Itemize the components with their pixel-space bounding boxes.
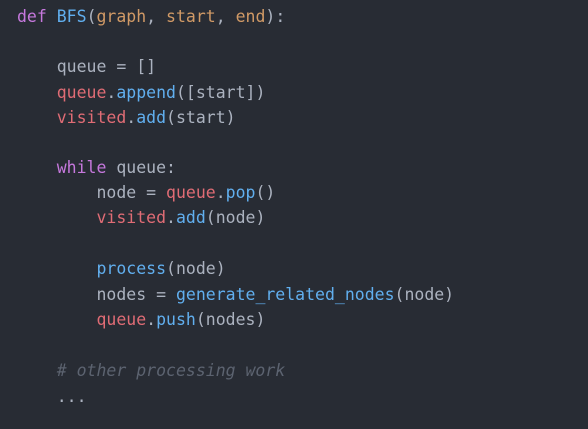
dot: . (215, 183, 226, 202)
separator: , (215, 7, 236, 26)
args: (node) (166, 259, 226, 278)
function-generate-related-nodes: generate_related_nodes (175, 285, 395, 304)
args: (start) (166, 108, 236, 127)
indent (17, 57, 57, 76)
indent (17, 158, 57, 177)
while-condition: queue: (106, 158, 176, 177)
code-comment: # other processing work (56, 361, 286, 380)
param-end: end (235, 7, 266, 26)
indent (17, 208, 96, 227)
close-paren: ): (265, 7, 286, 26)
method-append: append (116, 83, 176, 102)
var-queue: queue (96, 310, 147, 329)
keyword-def: def (17, 7, 47, 26)
code-line-5: while queue: (17, 157, 176, 179)
param-start: start (166, 7, 216, 26)
args: (node) (205, 208, 266, 227)
indent (17, 183, 96, 202)
open-paren: ( (86, 7, 97, 26)
method-add: add (175, 208, 206, 227)
dot: . (166, 208, 176, 227)
args: (nodes) (195, 310, 266, 329)
code-line-9: nodes = generate_related_nodes(node) (17, 284, 454, 306)
code-line-2: queue = [] (17, 56, 156, 78)
dot: . (126, 108, 137, 127)
indent (17, 259, 96, 278)
args: ([start]) (175, 83, 266, 102)
indent (17, 310, 96, 329)
dot: . (106, 83, 117, 102)
assign-nodes: nodes = (96, 285, 176, 304)
dot: . (146, 310, 157, 329)
keyword-while: while (56, 158, 107, 177)
indent (17, 108, 57, 127)
code-line-4: visited.add(start) (17, 107, 236, 129)
var-visited: visited (96, 208, 167, 227)
var-queue: queue (166, 183, 216, 202)
var-visited: visited (56, 108, 127, 127)
space (47, 7, 57, 26)
method-pop: pop (225, 183, 256, 202)
indent (17, 361, 57, 380)
function-name: BFS (56, 7, 87, 26)
indent (17, 285, 96, 304)
param-graph: graph (96, 7, 147, 26)
assign-node: node = (96, 183, 167, 202)
queue-init: queue = [] (56, 57, 157, 76)
var-queue: queue (56, 83, 107, 102)
code-line-10: queue.push(nodes) (17, 309, 265, 331)
method-push: push (156, 310, 196, 329)
code-line-12: ... (17, 386, 87, 408)
indent (17, 387, 57, 406)
args: (node) (394, 285, 455, 304)
code-line-11: # other processing work (17, 360, 285, 382)
code-line-7: visited.add(node) (17, 207, 265, 229)
ellipsis: ... (56, 387, 87, 406)
function-process: process (96, 259, 167, 278)
code-line-1: def BFS(graph, start, end): (17, 6, 285, 28)
args: () (255, 183, 276, 202)
code-line-8: process(node) (17, 258, 226, 280)
method-add: add (136, 108, 167, 127)
code-line-6: node = queue.pop() (17, 182, 275, 204)
code-line-3: queue.append([start]) (17, 82, 266, 104)
separator: , (146, 7, 167, 26)
indent (17, 83, 57, 102)
